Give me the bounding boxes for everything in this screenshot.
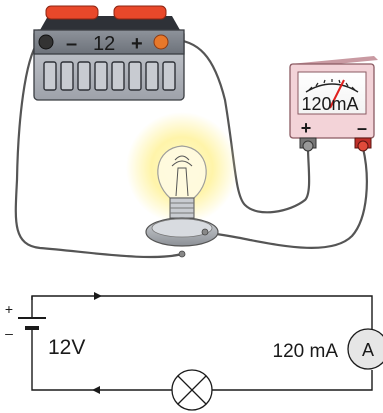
wire-battery-to-meter bbox=[161, 38, 311, 214]
ammeter-letter: A bbox=[362, 340, 374, 360]
light-bulb-illustration bbox=[126, 112, 238, 258]
battery-plus-label: + bbox=[131, 33, 143, 55]
current-arrow-top bbox=[94, 292, 102, 300]
ammeter-symbol bbox=[347, 328, 383, 370]
meter-needle bbox=[329, 79, 345, 109]
schematic-wire-top bbox=[31, 295, 373, 330]
ammeter-illustration: 120mA + – bbox=[289, 56, 378, 152]
battery-symbol-minus: – bbox=[5, 325, 13, 341]
current-arrow-bottom bbox=[92, 386, 100, 394]
meter-reading-label: 120mA bbox=[301, 94, 358, 114]
meter-minus-label: – bbox=[357, 118, 367, 138]
wire-meter-to-bulb bbox=[203, 146, 368, 249]
battery-positive-terminal bbox=[153, 34, 169, 50]
meter-scale bbox=[305, 83, 359, 93]
meter-minus-terminal bbox=[354, 137, 372, 152]
lamp-symbol bbox=[171, 369, 213, 411]
schematic-wire-left-lower bbox=[31, 330, 172, 391]
battery-symbol-plus: + bbox=[5, 301, 13, 317]
meter-plus-label: + bbox=[301, 118, 312, 138]
wires bbox=[14, 38, 368, 259]
circuit-schematic bbox=[31, 295, 373, 391]
battery-illustration: – 12 + bbox=[33, 5, 185, 101]
battery-minus-label: – bbox=[66, 33, 77, 55]
current-reading-text: 120 mA bbox=[273, 341, 339, 362]
battery-voltage-text: 12V bbox=[48, 336, 85, 359]
wire-battery-to-bulb bbox=[14, 40, 184, 259]
meter-plus-terminal bbox=[299, 137, 317, 152]
battery-negative-terminal bbox=[38, 34, 54, 50]
battery-symbol bbox=[18, 317, 46, 330]
battery-voltage-label: 12 bbox=[93, 33, 115, 55]
schematic-wire-right-lower bbox=[212, 370, 373, 391]
